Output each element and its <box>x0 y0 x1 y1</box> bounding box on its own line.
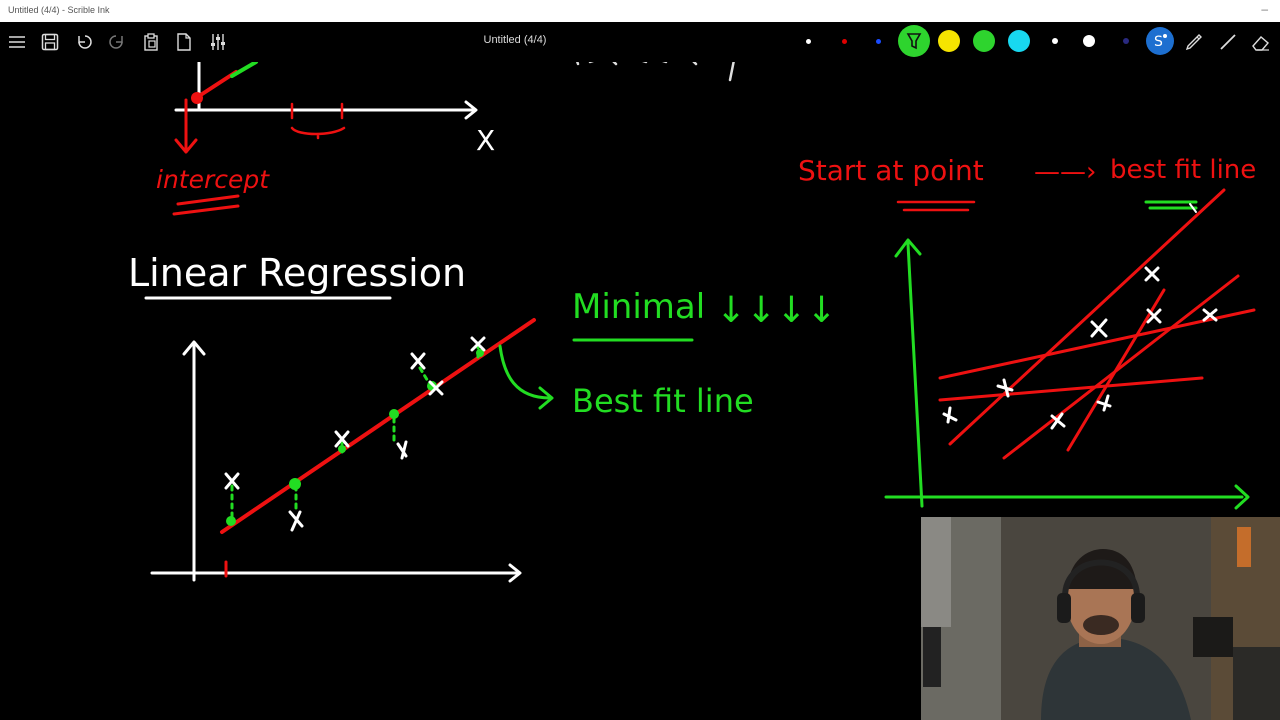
yellow-swatch[interactable] <box>938 30 960 52</box>
green-swatch[interactable] <box>973 30 995 52</box>
window-title-bar: Untitled (4/4) - Scrible Ink – <box>0 0 1280 22</box>
drawing-canvas[interactable]: X intercept Linear Regression Minimal ↓↓… <box>0 62 1280 720</box>
multi-line-plot <box>884 188 1256 510</box>
blue-dot-pen[interactable] <box>876 39 881 44</box>
highlighter-icon <box>906 33 922 50</box>
best-fit-label: Best fit line <box>572 382 754 420</box>
minimize-button[interactable]: – <box>1261 2 1268 16</box>
regression-plot <box>150 318 536 583</box>
white-dot-pen[interactable] <box>806 39 811 44</box>
document-title: Untitled (4/4) <box>483 34 547 46</box>
green-highlighter-active[interactable] <box>898 25 930 57</box>
window-title: Untitled (4/4) - Scrible Ink <box>8 5 110 15</box>
start-at-point-label: Start at point <box>798 154 984 187</box>
x-axis-label: X <box>476 124 495 157</box>
pen-icon[interactable] <box>1180 28 1208 56</box>
svg-text:S: S <box>1154 34 1163 50</box>
mouse-cursor <box>1189 203 1197 213</box>
redo-icon[interactable] <box>103 28 131 56</box>
line-tool-icon[interactable] <box>1214 28 1242 56</box>
best-fit-underline <box>1144 200 1198 210</box>
sliders-icon[interactable] <box>204 28 232 56</box>
undo-icon[interactable] <box>70 28 98 56</box>
eraser-icon[interactable] <box>1247 28 1275 56</box>
navy-swatch[interactable] <box>1123 38 1129 44</box>
point-underline <box>896 200 976 212</box>
best-fit-pointer-arrow <box>498 344 554 410</box>
save-icon[interactable] <box>36 28 64 56</box>
top-left-graph <box>174 62 478 154</box>
page-icon[interactable] <box>170 28 198 56</box>
intercept-underline <box>172 194 240 216</box>
linear-regression-title: Linear Regression <box>128 251 466 295</box>
minimal-arrows: ↓↓↓↓ <box>716 290 837 331</box>
partial-top-scribble <box>576 62 735 82</box>
intercept-label: intercept <box>156 165 270 194</box>
menu-icon[interactable] <box>3 28 31 56</box>
white-large-swatch[interactable] <box>1083 35 1095 47</box>
best-fit-line-label: best fit line <box>1110 155 1256 185</box>
red-dot-pen[interactable] <box>842 39 847 44</box>
paste-icon[interactable] <box>137 28 165 56</box>
minimal-label: Minimal <box>572 287 705 327</box>
smart-ink-icon[interactable]: S <box>1146 27 1174 55</box>
toolbar: Untitled (4/4) S <box>0 22 1280 62</box>
arrow-glyph: ——› <box>1034 157 1096 187</box>
presenter-video <box>921 517 1280 720</box>
white-small-swatch[interactable] <box>1052 38 1058 44</box>
cyan-swatch[interactable] <box>1008 30 1030 52</box>
webcam-overlay <box>921 517 1280 720</box>
